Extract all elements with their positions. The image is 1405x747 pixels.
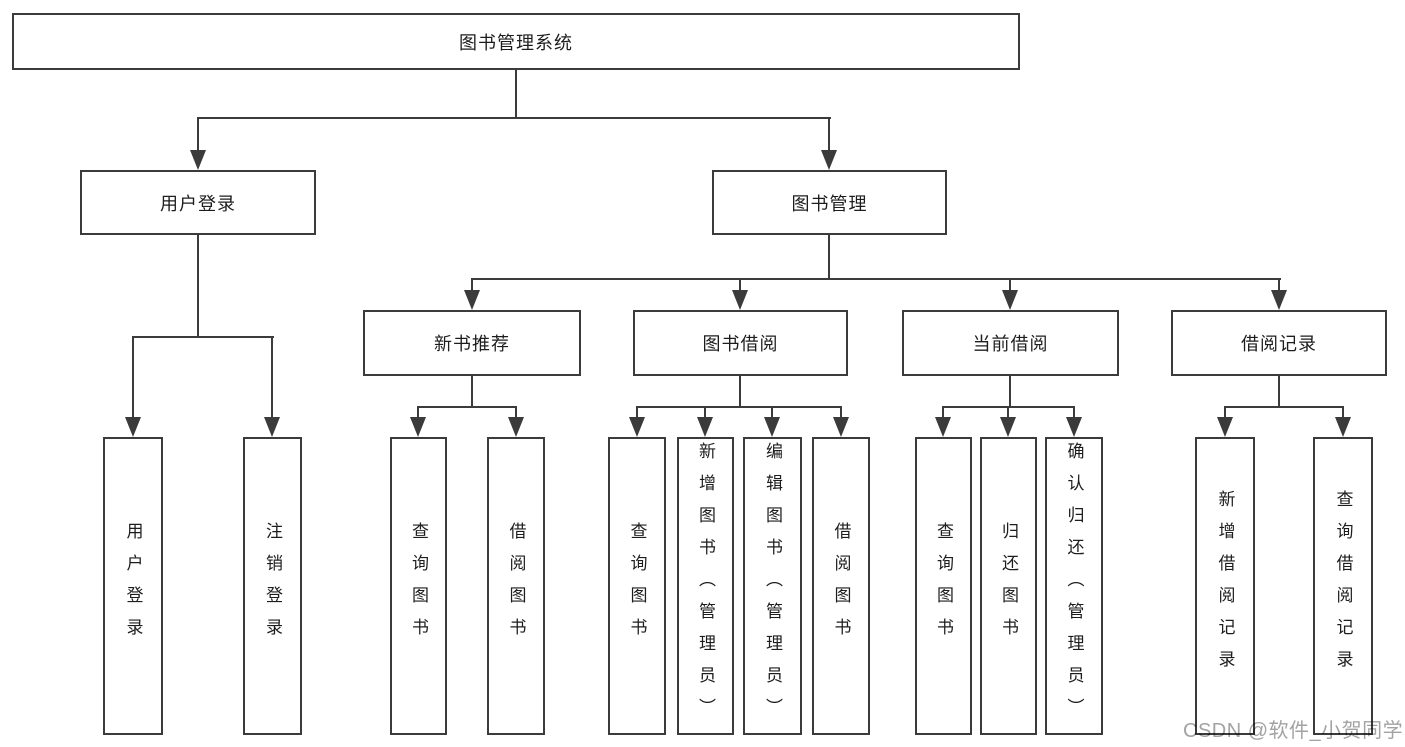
edge-shaft (515, 406, 517, 419)
edge-book-management-split (471, 278, 1281, 280)
edge-user-login-split (132, 336, 274, 338)
node-book-management: 图书管理 (712, 170, 947, 235)
leaf-confirm-return-admin: 确认归还（管理员） (1045, 437, 1103, 735)
arrowhead-icon (732, 290, 748, 310)
arrowhead-icon (1217, 417, 1233, 437)
edge-shaft (739, 278, 741, 292)
edge-shaft (1224, 406, 1226, 419)
edge-shaft (828, 117, 830, 153)
leaf-user-login: 用户登录 (103, 437, 163, 735)
edge-shaft (771, 406, 773, 419)
edge-shaft (1073, 406, 1075, 419)
arrowhead-icon (833, 417, 849, 437)
arrowhead-icon (508, 417, 524, 437)
edge-shaft (704, 406, 706, 419)
arrowhead-icon (464, 290, 480, 310)
leaf-logout: 注销登录 (243, 437, 302, 735)
leaf-query-books-borrowing: 查询图书 (608, 437, 666, 735)
arrowhead-icon (697, 417, 713, 437)
edge-borrow-records-split (1224, 406, 1344, 408)
arrowhead-icon (1066, 417, 1082, 437)
leaf-add-borrow-record: 新增借阅记录 (1195, 437, 1255, 735)
edge-shaft (471, 278, 473, 292)
arrowhead-icon (1335, 417, 1351, 437)
node-new-book-recommendation: 新书推荐 (363, 310, 581, 376)
arrowhead-icon (1002, 290, 1018, 310)
edge-book-borrowing-stem (739, 376, 741, 408)
edge-shaft (1278, 278, 1280, 292)
node-library-management-system: 图书管理系统 (12, 13, 1020, 70)
edge-shaft (1009, 278, 1011, 292)
edge-shaft (132, 336, 134, 419)
edge-shaft (1342, 406, 1344, 419)
edge-shaft (636, 406, 638, 419)
edge-shaft (1007, 406, 1009, 419)
arrowhead-icon (190, 150, 206, 170)
arrowhead-icon (125, 417, 141, 437)
leaf-return-books: 归还图书 (980, 437, 1037, 735)
arrowhead-icon (935, 417, 951, 437)
edge-current-borrowing-stem (1009, 376, 1011, 408)
leaf-query-books-recommend: 查询图书 (390, 437, 447, 735)
node-borrowing-records: 借阅记录 (1171, 310, 1387, 376)
edge-new-book-split (417, 406, 517, 408)
edge-shaft (197, 117, 199, 153)
edge-shaft (942, 406, 944, 419)
arrowhead-icon (410, 417, 426, 437)
arrowhead-icon (764, 417, 780, 437)
node-user-login: 用户登录 (80, 170, 316, 235)
edge-book-borrowing-split (636, 406, 842, 408)
arrowhead-icon (629, 417, 645, 437)
arrowhead-icon (1271, 290, 1287, 310)
edge-shaft (417, 406, 419, 419)
arrowhead-icon (1000, 417, 1016, 437)
edge-root-stem (515, 70, 517, 118)
edge-shaft (271, 336, 273, 419)
edge-root-split (197, 117, 831, 119)
watermark: CSDN @软件_小贺同学 (1183, 720, 1404, 742)
edge-shaft (840, 406, 842, 419)
edge-user-login-stem (197, 235, 199, 338)
leaf-borrow-books-recommend: 借阅图书 (487, 437, 545, 735)
node-current-borrowing: 当前借阅 (902, 310, 1119, 376)
edge-book-management-stem (828, 235, 830, 280)
arrowhead-icon (821, 150, 837, 170)
node-book-borrowing: 图书借阅 (633, 310, 848, 376)
leaf-edit-books-admin: 编辑图书（管理员） (743, 437, 802, 735)
edge-new-book-stem (471, 376, 473, 408)
leaf-query-borrow-record: 查询借阅记录 (1313, 437, 1373, 735)
leaf-query-books-current: 查询图书 (915, 437, 972, 735)
leaf-borrow-books: 借阅图书 (812, 437, 870, 735)
arrowhead-icon (264, 417, 280, 437)
leaf-add-books-admin: 新增图书（管理员） (677, 437, 734, 735)
edge-borrow-records-stem (1278, 376, 1280, 408)
